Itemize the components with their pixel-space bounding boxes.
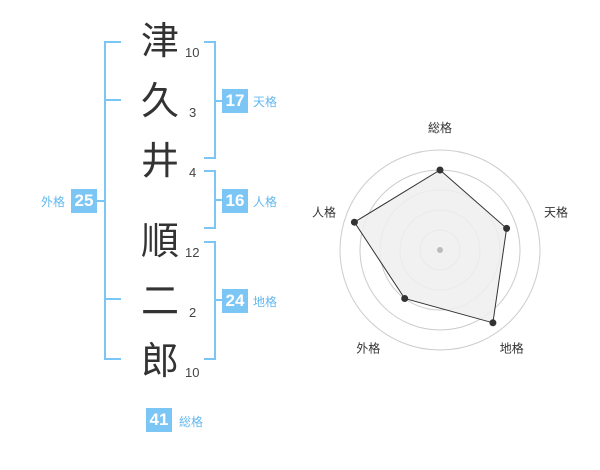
radar-axis-label-5: 人格 — [312, 204, 336, 219]
radar-axis-label-4: 外格 — [356, 341, 380, 356]
gaikaku-value: 25 — [71, 189, 97, 213]
stroke-count-6: 10 — [185, 365, 200, 380]
gaikaku-label: 外格 — [41, 195, 66, 209]
stroke-count-4: 12 — [185, 245, 200, 260]
radar-axis-label-3: 地格 — [500, 341, 524, 356]
radar-point-5 — [350, 218, 358, 226]
stroke-count-2: 3 — [189, 105, 197, 120]
name-char-1: 津 — [140, 19, 179, 63]
gaikaku-connector — [97, 200, 105, 202]
jinkaku-label: 人格 — [253, 195, 278, 209]
radar-point-2 — [503, 224, 511, 232]
radar-point-1 — [436, 166, 444, 174]
jinkaku-connector — [214, 199, 222, 201]
gaikaku-tick-bottom — [104, 298, 121, 300]
radar-point-4 — [401, 295, 409, 302]
tenkaku-label: 天格 — [253, 95, 278, 109]
chikaku-value: 24 — [222, 289, 248, 313]
stroke-count-1: 10 — [185, 45, 200, 60]
radar-grid-ring-5 — [339, 149, 541, 351]
name-char-2: 久 — [140, 79, 179, 123]
chikaku-connector — [214, 299, 222, 301]
gaikaku-bracket — [104, 41, 121, 360]
radar-axis-label-2: 天格 — [544, 204, 568, 219]
name-char-5: 二 — [140, 279, 179, 323]
jinkaku-value: 16 — [222, 189, 248, 213]
radar-series-area — [353, 169, 508, 324]
tenkaku-value: 17 — [222, 89, 248, 113]
radar-point-3 — [489, 319, 497, 327]
gaikaku-tick-top — [104, 99, 121, 101]
radar-center-point — [437, 247, 443, 253]
chikaku-label: 地格 — [253, 295, 278, 309]
soukaku-value: 41 — [146, 408, 172, 432]
stroke-count-5: 2 — [189, 305, 197, 320]
name-char-4: 順 — [140, 219, 179, 263]
tenkaku-connector — [214, 100, 222, 102]
soukaku-label: 総格 — [179, 415, 204, 429]
name-char-3: 井 — [140, 139, 179, 183]
name-char-6: 郎 — [140, 339, 179, 383]
radar-axis-label-1: 総格 — [428, 120, 452, 135]
stroke-count-3: 4 — [189, 165, 197, 180]
